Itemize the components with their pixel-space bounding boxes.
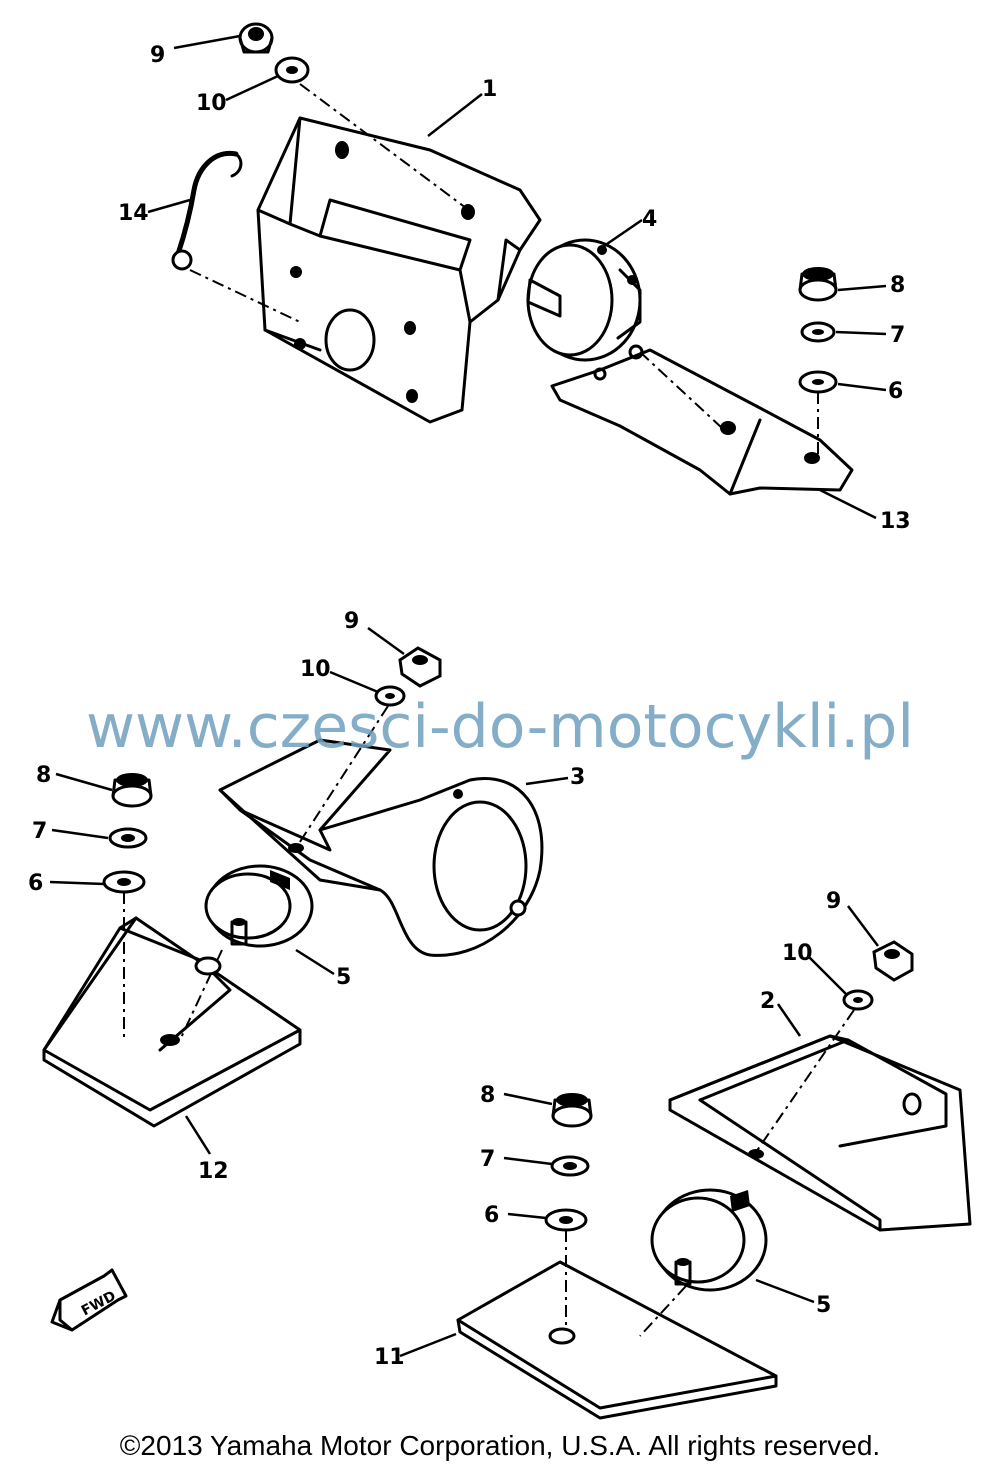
callout-7: 7 [480, 1147, 495, 1172]
callout-9: 9 [826, 889, 841, 914]
part-4-damper [526, 238, 644, 381]
part-6-washer-left [102, 870, 146, 894]
callout-9: 9 [344, 609, 359, 634]
part-6-washer-top [798, 370, 838, 394]
part-6-washer-right [544, 1208, 588, 1232]
part-2-bracket [668, 1034, 972, 1232]
part-12-plate [42, 916, 302, 1128]
fwd-label: FWD [79, 1288, 119, 1319]
center-line [299, 83, 467, 209]
callout-1: 1 [482, 77, 497, 102]
part-9-nut-mid [398, 646, 442, 688]
part-7-washer-right [550, 1155, 590, 1177]
callout-5: 5 [816, 1293, 831, 1318]
leader-lines [49, 34, 887, 1358]
part-1-bracket [256, 116, 542, 424]
part-8-collar-left [111, 773, 153, 808]
part-5-damper-right [650, 1188, 768, 1292]
center-line [189, 269, 301, 323]
callout-8: 8 [36, 763, 51, 788]
part-7-washer-left [108, 827, 148, 849]
callout-8: 8 [890, 273, 905, 298]
part-7-washer-top [800, 321, 836, 343]
callout-9: 9 [150, 43, 165, 68]
center-line [755, 1009, 855, 1153]
center-line [639, 351, 723, 429]
callout-6: 6 [888, 379, 903, 404]
callout-7: 7 [890, 323, 905, 348]
part-8-collar-right [551, 1093, 593, 1128]
part-8-collar-top [798, 267, 838, 302]
fwd-arrow-icon: FWD [50, 1268, 128, 1332]
callout-6: 6 [484, 1203, 499, 1228]
part-10-washer-top [274, 56, 310, 84]
part-10-washer-mid [374, 685, 406, 707]
part-9-nut-top [238, 22, 274, 54]
callout-10: 10 [300, 657, 331, 682]
watermark: www.czesci-do-motocykli.pl [85, 692, 915, 762]
callout-11: 11 [374, 1345, 405, 1370]
part-10-washer-right [842, 989, 874, 1011]
callout-12: 12 [198, 1159, 229, 1184]
center-line [639, 1285, 687, 1337]
callout-4: 4 [642, 207, 657, 232]
callout-2: 2 [760, 989, 775, 1014]
callout-7: 7 [32, 819, 47, 844]
part-13-stay [550, 348, 854, 496]
copyright-notice: ©2013 Yamaha Motor Corporation, U.S.A. A… [119, 1430, 881, 1461]
callout-13: 13 [880, 509, 911, 534]
part-14-clip [171, 150, 243, 271]
callout-8: 8 [480, 1083, 495, 1108]
center-line [295, 705, 389, 849]
part-11-plate [456, 1260, 778, 1420]
part-3-bracket [218, 738, 544, 957]
part-9-nut-right [872, 940, 914, 982]
callout-10: 10 [782, 941, 813, 966]
callout-6: 6 [28, 871, 43, 896]
callout-10: 10 [196, 91, 227, 116]
callout-14: 14 [118, 201, 149, 226]
callout-5: 5 [336, 965, 351, 990]
part-5-damper-mid [204, 864, 314, 948]
callout-3: 3 [570, 765, 585, 790]
